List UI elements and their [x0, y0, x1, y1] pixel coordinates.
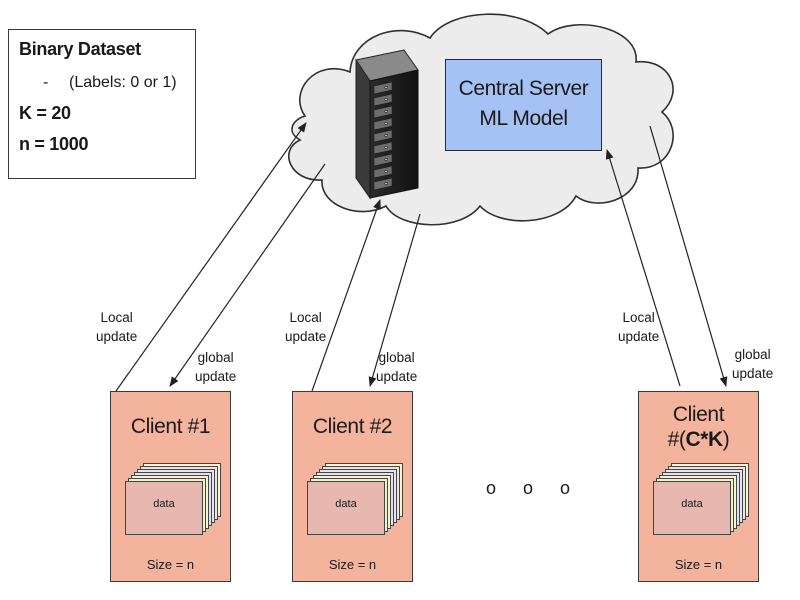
rack-unit: [373, 117, 393, 131]
data-stack-icon: data: [307, 463, 403, 538]
local-update-arrow-3: [605, 149, 681, 387]
more-clients-ellipsis: o o o: [486, 478, 582, 498]
rack-unit: [373, 165, 393, 179]
data-sheet-front: data: [125, 481, 203, 535]
data-sheet-front: data: [653, 481, 731, 535]
n-parameter: n = 1000: [19, 134, 89, 154]
rack-unit: [373, 81, 393, 95]
local-update-arrow-2: [311, 199, 381, 392]
rack-led: [384, 170, 388, 174]
client-ck: Client #(C*K) data Size = n: [638, 391, 759, 582]
rack-unit: [373, 141, 393, 155]
global-update-arrow-2: [368, 213, 421, 387]
rack-led: [384, 110, 388, 114]
local-update-arrow-1: [115, 122, 307, 392]
k-parameter: K = 20: [19, 103, 71, 123]
rack-unit: [373, 177, 393, 191]
dataset-info-box: Binary Dataset - (Labels: 0 or 1) K = 20…: [8, 29, 196, 179]
client-1: Client #1 data Size = n: [110, 391, 231, 582]
server-subtitle: ML Model: [479, 107, 568, 130]
client-2-title: Client #2: [312, 415, 393, 438]
rack-unit: [373, 153, 393, 167]
data-sheet-front: data: [307, 481, 385, 535]
rack-led: [384, 122, 388, 126]
rack-unit: [373, 129, 393, 143]
rack-led: [384, 134, 388, 138]
bullet-dash: -: [43, 74, 49, 91]
client-ck-title: Client #(C*K): [667, 403, 730, 451]
data-stack-icon: data: [653, 463, 749, 538]
rack-unit: [373, 93, 393, 107]
rack-led: [384, 146, 388, 150]
client-2-size: Size = n: [328, 557, 377, 572]
rack-led: [384, 98, 388, 102]
client-1-size: Size = n: [146, 557, 195, 572]
dataset-title: Binary Dataset: [19, 39, 141, 59]
server-rack-icon: [355, 49, 419, 200]
data-label: data: [681, 498, 703, 510]
rack-led: [384, 182, 388, 186]
global-update-arrow-3: [649, 125, 728, 387]
data-label: data: [335, 498, 357, 510]
data-label: data: [153, 498, 175, 510]
rack-unit: [373, 105, 393, 119]
central-server-box: Central Server ML Model: [445, 59, 602, 151]
server-title: Central Server: [458, 77, 589, 100]
data-stack-icon: data: [125, 463, 221, 538]
arrows: [115, 122, 728, 392]
client-1-title: Client #1: [130, 415, 211, 438]
global-update-arrow-1: [169, 163, 326, 387]
rack-led: [384, 158, 388, 162]
rack-led: [384, 86, 388, 90]
client-ck-size: Size = n: [674, 557, 723, 572]
labels-note: (Labels: 0 or 1): [69, 74, 177, 91]
client-2: Client #2 data Size = n: [292, 391, 413, 582]
